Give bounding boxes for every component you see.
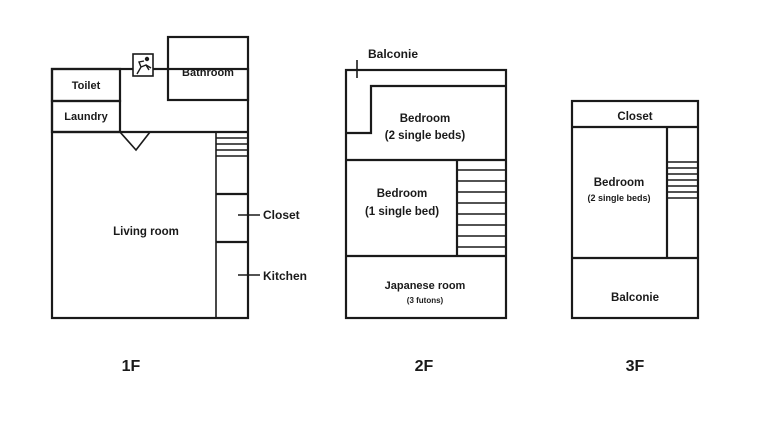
bedroom-a-title: Bedroom [400, 113, 450, 125]
toilet-label: Toilet [72, 80, 101, 92]
stairs-column [215, 131, 249, 319]
balcony-label-3f: Balconie [611, 292, 659, 304]
bedroom-a-note: (2 single beds) [385, 130, 466, 142]
floor-plan-3f: Closet Bedroom (2 single beds) Balconie [570, 99, 700, 320]
bedroom-b-note: (1 single bed) [365, 206, 439, 218]
floor3-outline [570, 99, 700, 320]
closet-label-1f: Closet [263, 208, 300, 222]
japanese-room-note: (3 futons) [407, 296, 444, 305]
floor-label-1f: 1F [122, 358, 141, 375]
balcony-label-2f: Balconie [368, 47, 418, 61]
bathroom-room [166, 35, 250, 102]
closet-label-3f: Closet [617, 111, 652, 123]
kitchen-label: Kitchen [263, 269, 307, 283]
laundry-label: Laundry [64, 111, 108, 123]
floor-plan-1f: Toilet Laundry Bathroom Living room Clos… [50, 35, 307, 320]
bedroom-3f-note: (2 single beds) [587, 193, 650, 203]
floor-label-3f: 3F [626, 358, 645, 375]
floor2-outline [344, 68, 508, 320]
bedroom-b-title: Bedroom [377, 188, 427, 200]
bedroom-upper-wall [346, 84, 506, 135]
stairs-1f [216, 137, 248, 157]
floor-label-2f: 2F [415, 358, 434, 375]
stairs-3f [667, 161, 698, 199]
stairs-2f [457, 169, 506, 248]
door-swing [118, 131, 152, 152]
floor-plan-2f: Balconie Bedroom (2 single beds) Bedroom… [344, 47, 508, 320]
emergency-exit-icon [132, 53, 154, 77]
japanese-room-label: Japanese room [385, 280, 466, 292]
living-room-label: Living room [113, 226, 179, 238]
bedroom-3f-title: Bedroom [594, 177, 644, 189]
bathroom-label: Bathroom [182, 67, 234, 79]
